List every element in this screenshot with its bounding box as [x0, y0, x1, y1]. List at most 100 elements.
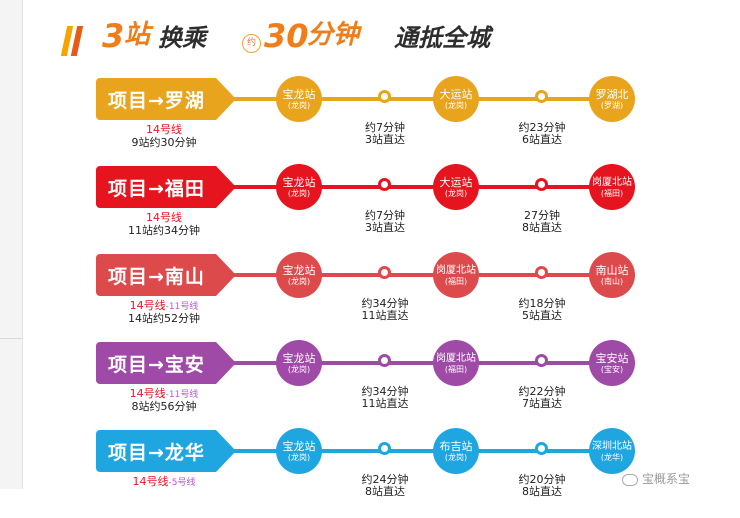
station-district: (福田) [444, 276, 468, 286]
route-summary: 14号线-5号线 [104, 476, 224, 489]
header-approx-badge: 约 [242, 34, 261, 53]
station-circle: 宝龙站(龙岗) [276, 164, 322, 210]
line-main: 14号线 [146, 123, 182, 136]
line-extra: -11号线 [165, 302, 199, 312]
route-stops-time: 11站约34分钟 [128, 224, 200, 237]
intermediate-stop-dot [535, 266, 548, 279]
station-district: (龙岗) [287, 188, 311, 198]
station-circle: 罗湖北(罗湖) [589, 76, 635, 122]
station-circle: 布吉站(龙岗) [433, 428, 479, 474]
segment-stops: 6站直达 [522, 133, 562, 146]
wechat-icon [622, 473, 638, 486]
header-text3: 分钟 [307, 20, 360, 50]
station-circle: 宝龙站(龙岗) [276, 340, 322, 386]
station-circle: 宝安站(宝安) [589, 340, 635, 386]
station-circle: 岗厦北站(福田) [433, 252, 479, 298]
station-circle: 大运站(龙岗) [433, 76, 479, 122]
segment-time: 约34分钟 [361, 297, 409, 310]
station-district: (龙岗) [444, 100, 468, 110]
station-name: 深圳北站 [592, 440, 632, 452]
metro-line-track [230, 273, 634, 277]
station-circle: 大运站(龙岗) [433, 164, 479, 210]
segment-stops: 11站直达 [361, 397, 409, 410]
segment-time: 27分钟 [524, 209, 560, 222]
segment-time: 约20分钟 [518, 473, 566, 486]
intermediate-stop-dot [535, 178, 548, 191]
station-name: 宝龙站 [282, 439, 316, 453]
station-district: (龙岗) [287, 276, 311, 286]
station-district: (罗湖) [600, 100, 624, 110]
station-circle: 岗厦北站(福田) [433, 340, 479, 386]
station-district: (龙岗) [444, 188, 468, 198]
station-name: 岗厦北站 [436, 264, 476, 276]
segment-time: 约34分钟 [361, 385, 409, 398]
line-extra: -5号线 [168, 478, 196, 488]
intermediate-stop-dot [535, 442, 548, 455]
station-circle: 宝龙站(龙岗) [276, 428, 322, 474]
segment-time: 约23分钟 [518, 121, 566, 134]
metro-line-track [230, 449, 634, 453]
segment-stops: 8站直达 [522, 485, 562, 498]
station-name: 岗厦北站 [592, 176, 632, 188]
segment-time: 约22分钟 [518, 385, 566, 398]
destination-tag: 项目→福田 [96, 166, 216, 208]
station-district: (龙岗) [287, 452, 311, 462]
intermediate-stop-dot [378, 354, 391, 367]
segment-stops: 8站直达 [365, 485, 405, 498]
station-district: (福田) [444, 364, 468, 374]
station-name: 宝龙站 [282, 351, 316, 365]
station-circle: 深圳北站(龙华) [589, 428, 635, 474]
route-stops-time: 14站约52分钟 [128, 312, 200, 325]
line-number: 14号线 [104, 124, 224, 137]
station-district: (南山) [600, 276, 624, 286]
watermark-text: 宝概系宝 [642, 472, 691, 486]
station-circle: 宝龙站(龙岗) [276, 76, 322, 122]
route-stops-time: 9站约30分钟 [131, 136, 197, 149]
header-text1: 站 [124, 20, 151, 50]
header-text2: 换乘 [158, 24, 206, 52]
destination-tag: 项目→宝安 [96, 342, 216, 384]
header-num2: 30 [264, 17, 309, 55]
station-name: 宝龙站 [282, 87, 316, 101]
line-main: 14号线 [132, 475, 169, 488]
station-name: 岗厦北站 [436, 352, 476, 364]
intermediate-stop-dot [535, 354, 548, 367]
segment-time: 约24分钟 [361, 473, 409, 486]
watermark: 宝概系宝 [622, 470, 690, 487]
segment-time: 约7分钟 [365, 121, 405, 134]
segment-time: 约7分钟 [365, 209, 405, 222]
station-name: 罗湖北 [595, 87, 629, 101]
station-district: (龙华) [600, 452, 624, 462]
destination-tag: 项目→龙华 [96, 430, 216, 472]
segment-time: 约18分钟 [518, 297, 566, 310]
line-main: 14号线 [129, 299, 166, 312]
segment-stops: 8站直达 [522, 221, 562, 234]
intermediate-stop-dot [378, 90, 391, 103]
station-district: (福田) [600, 188, 624, 198]
intermediate-stop-dot [378, 178, 391, 191]
metro-line-track [230, 361, 634, 365]
intermediate-stop-dot [378, 266, 391, 279]
left-page-edge [0, 0, 23, 489]
station-district: (龙岗) [287, 364, 311, 374]
station-name: 宝安站 [595, 351, 629, 365]
header-num1: 3 [102, 17, 125, 55]
metro-line-track [230, 185, 634, 189]
station-name: 大运站 [439, 175, 473, 189]
strip-divider [0, 338, 22, 339]
line-extra: -11号线 [165, 390, 199, 400]
station-district: (宝安) [600, 364, 624, 374]
